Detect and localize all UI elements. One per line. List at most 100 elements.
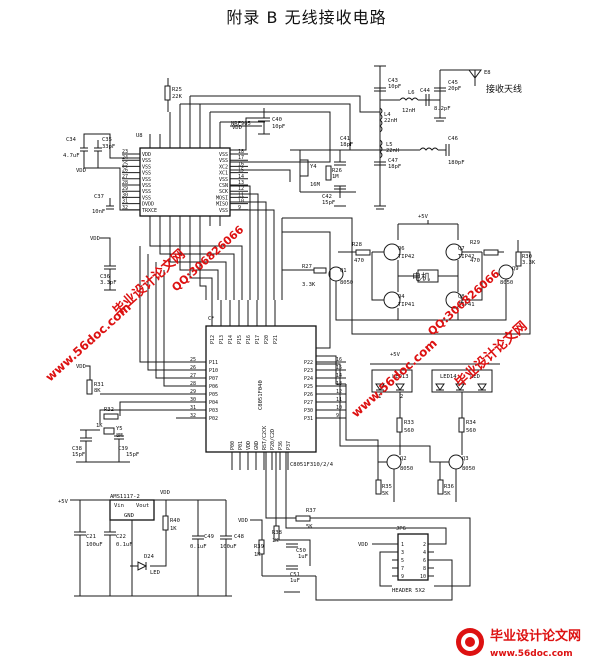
svg-text:16M: 16M — [310, 182, 321, 188]
svg-text:TIP42: TIP42 — [458, 254, 475, 260]
nrf-pin-name: VSS — [142, 195, 151, 201]
footer-url: www.56doc.com — [490, 649, 573, 659]
svg-text:R39: R39 — [254, 544, 264, 550]
svg-text:3.3K: 3.3K — [522, 260, 536, 266]
nrf-pin-num: 14 — [238, 174, 244, 180]
svg-text:R27: R27 — [302, 264, 312, 270]
plus5v-top: +5V — [418, 214, 429, 220]
nrf-pin-num: 16 — [238, 161, 244, 167]
svg-text:18pF: 18pF — [388, 164, 401, 170]
svg-text:C37: C37 — [94, 194, 104, 200]
antenna-label: 接收天线 — [486, 83, 522, 95]
nrf-pin-num: 30 — [122, 192, 128, 198]
svg-text:Q8: Q8 — [458, 294, 465, 300]
mcu-pin-num: 15 — [336, 365, 342, 371]
svg-text:R28: R28 — [352, 242, 362, 248]
header-pin-num: 6 — [423, 558, 426, 564]
plus5v-led: +5V — [390, 352, 401, 358]
svg-text:10pF: 10pF — [388, 84, 401, 90]
nrf-pin-num: 23 — [122, 149, 128, 155]
mcu-pin-name: P37 — [286, 441, 292, 450]
svg-text:R33: R33 — [404, 420, 414, 426]
mcu-pin-name: P11 — [209, 360, 218, 366]
svg-text:8050: 8050 — [462, 466, 475, 472]
mcu-pin-name: P13 — [219, 335, 225, 344]
svg-text:560: 560 — [404, 428, 414, 434]
svg-text:C21: C21 — [86, 534, 96, 540]
svg-text:R30: R30 — [522, 254, 532, 260]
svg-text:Q7: Q7 — [458, 246, 465, 252]
mcu-pin-num: 26 — [190, 365, 196, 371]
nrf-pin-num: 12 — [238, 186, 244, 192]
svg-text:470: 470 — [354, 258, 364, 264]
h-bridge: +5V Q6 TIP42 Q7 TIP42 Q4 TIP41 Q8 TIP41 … — [282, 214, 536, 335]
mcu-pin-name: P02 — [209, 416, 218, 422]
nrf-pin-name: SCK — [219, 189, 228, 195]
svg-text:R40: R40 — [170, 518, 180, 524]
svg-text:C48: C48 — [234, 534, 244, 540]
svg-text:3.3K: 3.3K — [302, 282, 316, 288]
nrf-pin-name: VSS — [219, 177, 228, 183]
vdd-header: VDD — [358, 542, 368, 548]
svg-text:Q2: Q2 — [400, 456, 407, 462]
svg-text:R29: R29 — [470, 240, 480, 246]
svg-text:R35: R35 — [382, 484, 392, 490]
mcu-pin-name: P30 — [304, 408, 313, 414]
nrf-pin-name: TRXCE — [142, 208, 157, 214]
vdd-r39: VDD — [238, 518, 248, 524]
svg-text:C22: C22 — [116, 534, 126, 540]
ldo-vin: Vin — [114, 503, 124, 509]
svg-text:C44: C44 — [420, 88, 431, 94]
mcu-pin-name: P27 — [304, 400, 313, 406]
nrf-pin-num: 31 — [122, 199, 128, 205]
header-pin-num: 10 — [420, 574, 426, 580]
svg-text:0.1uF: 0.1uF — [116, 542, 133, 548]
svg-text:22K: 22K — [172, 94, 183, 100]
header-pin-num: 2 — [423, 542, 426, 548]
svg-text:22nH: 22nH — [384, 118, 397, 124]
nrf-pin-num: 17 — [238, 155, 244, 161]
mcu-pin-name: P07 — [209, 376, 218, 382]
svg-text:C*: C* — [208, 316, 215, 322]
header-pin-num: 8 — [423, 566, 426, 572]
vdd-c36: VDD — [90, 236, 100, 242]
nrf905-ref: U8 — [136, 133, 143, 139]
header-pin-num: 4 — [423, 550, 426, 556]
nrf-pin-name: VSS — [142, 158, 151, 164]
rf-matching-network: C43 10pF L4 22nH L5 22nH C47 18pF L6 12n… — [374, 65, 522, 210]
plus5v-ldo: +5V — [58, 499, 69, 505]
svg-text:4.7uF: 4.7uF — [63, 153, 80, 159]
svg-text:12nH: 12nH — [402, 108, 415, 114]
watermark-qq-2: QQ:306826066 — [425, 267, 502, 338]
svg-text:R38: R38 — [272, 530, 282, 536]
ldo-gnd: GND — [124, 513, 134, 519]
mcu-pin-num: 12 — [336, 389, 342, 395]
mcu-pin-name: P06 — [209, 384, 218, 390]
svg-text:R31: R31 — [94, 382, 104, 388]
misc-wires — [230, 117, 346, 392]
svg-text:C43: C43 — [388, 78, 398, 84]
nrf-pin-name: VSS — [219, 158, 228, 164]
nrf-pin-num: 13 — [238, 180, 244, 186]
nrf-pin-num: 9 — [238, 205, 241, 211]
svg-text:TIP41: TIP41 — [458, 302, 475, 308]
svg-text:100uF: 100uF — [86, 542, 103, 548]
svg-text:R25: R25 — [172, 87, 182, 93]
svg-text:C42: C42 — [322, 194, 332, 200]
nrf-pin-num: 15 — [238, 168, 244, 174]
mcu-left-circuit: VDD R31 8K R32 1K Y5 8M C38 15pF C39 15p… — [72, 246, 176, 463]
mcu-pin-name: P31 — [304, 416, 313, 422]
mcu-pin-num: 9 — [336, 413, 339, 419]
mcu-pin-name: VDD — [246, 441, 252, 450]
svg-text:C50: C50 — [296, 548, 306, 554]
spi-bus-wires — [149, 185, 353, 300]
svg-text:1K: 1K — [170, 526, 177, 532]
mcu-pin-name: RST/C2CK — [262, 426, 268, 450]
mcu-pin-name: P04 — [209, 400, 218, 406]
nrf-pin-name: VSS — [142, 171, 151, 177]
header-pin-num: 3 — [401, 550, 404, 556]
motor-label: 电机 — [412, 271, 430, 283]
crystal-16m: Y4 16M C41 18pF R26 1M C42 15pF — [230, 136, 356, 207]
svg-text:R26: R26 — [332, 168, 342, 174]
